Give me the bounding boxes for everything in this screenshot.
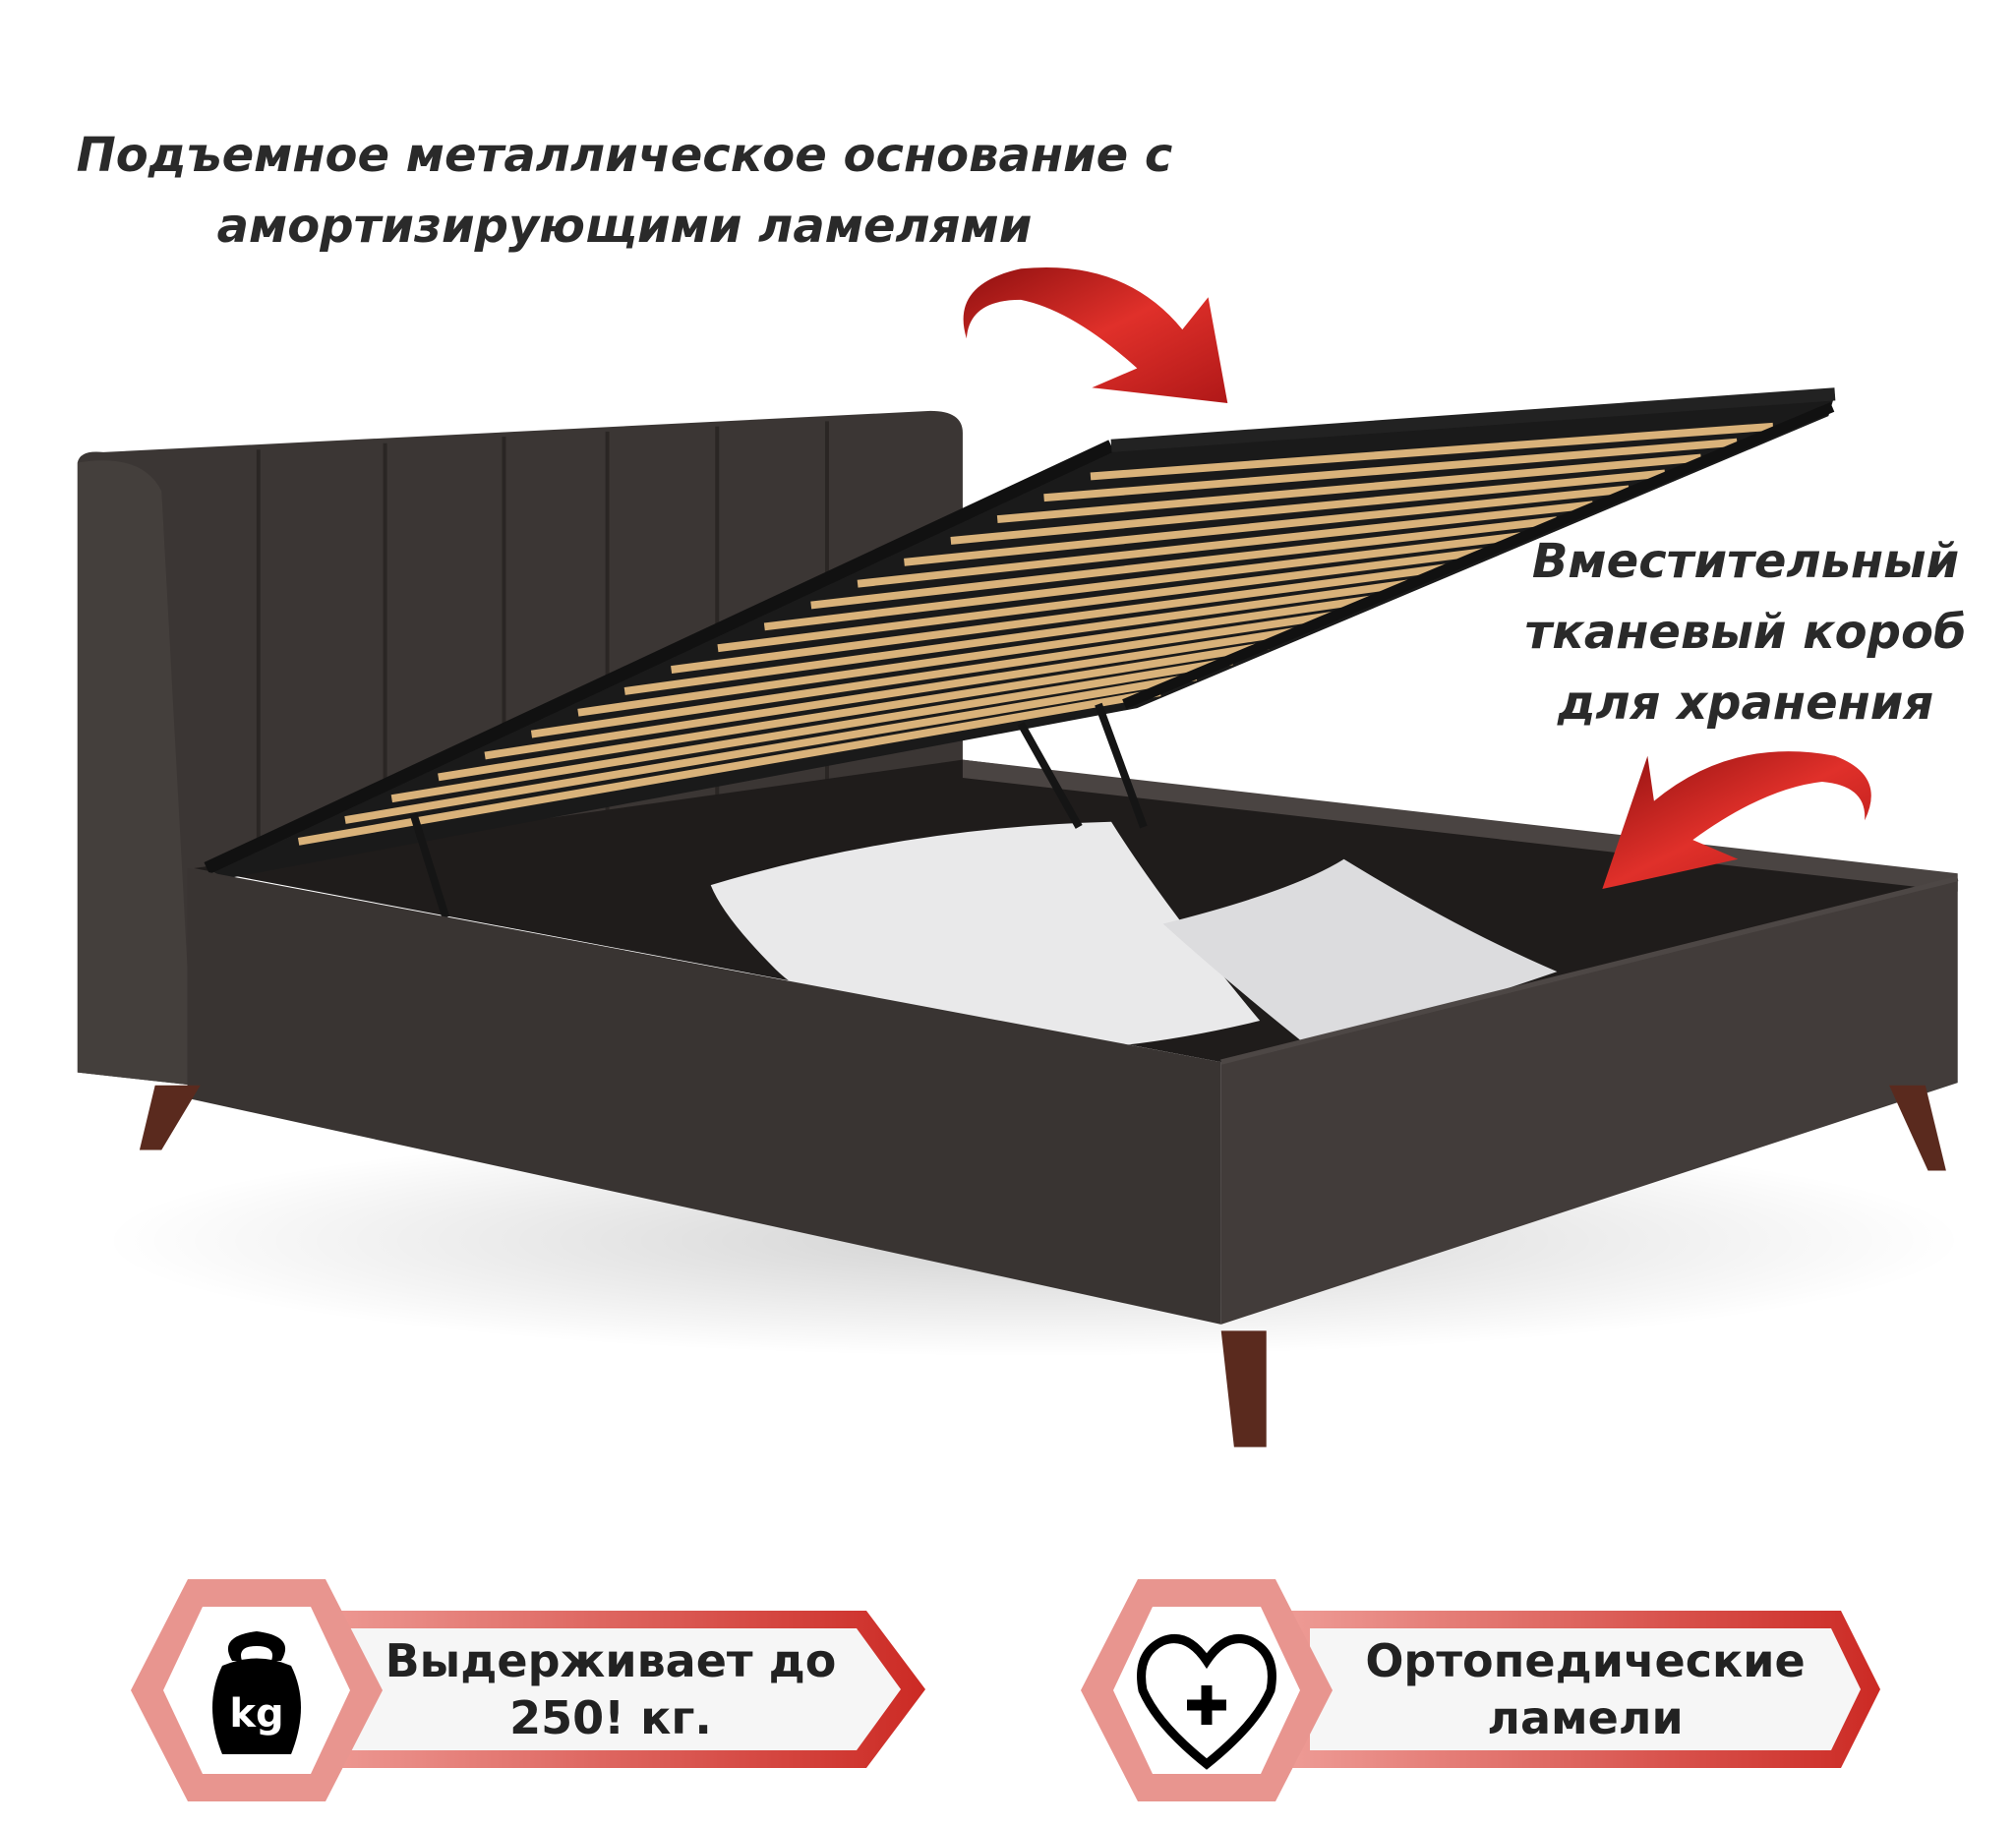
slat bbox=[950, 469, 1666, 545]
slat bbox=[344, 673, 1198, 824]
badge-text: 250! кг. bbox=[509, 1691, 712, 1744]
caption-line: амортизирующими ламелями bbox=[216, 199, 1033, 254]
arrow-to-lift-frame bbox=[963, 266, 1228, 403]
slat bbox=[996, 453, 1701, 524]
slat bbox=[671, 563, 1450, 674]
storage-box-caption: Вместительный тканевый короб для хранени… bbox=[1505, 526, 1986, 738]
foot-panel bbox=[1220, 878, 1958, 1325]
caption-line: тканевый короб bbox=[1524, 605, 1967, 660]
caption-line: Подъемное металлическое основание с bbox=[76, 128, 1173, 183]
badge-text: Выдерживает до bbox=[385, 1634, 837, 1687]
heart-plus-icon bbox=[1137, 1634, 1276, 1770]
kettlebell-kg-icon: kg bbox=[212, 1631, 301, 1754]
side-rail bbox=[187, 868, 1221, 1325]
slat bbox=[577, 594, 1378, 717]
slat bbox=[857, 501, 1594, 588]
slat bbox=[1090, 422, 1774, 481]
slat bbox=[390, 657, 1233, 803]
gas-lifts bbox=[409, 702, 1148, 919]
svg-text:kg: kg bbox=[229, 1691, 283, 1737]
slat bbox=[530, 610, 1341, 738]
arrow-to-storage-box bbox=[1602, 751, 1871, 890]
slat bbox=[484, 625, 1306, 760]
leg bbox=[1889, 1085, 1946, 1171]
slat bbox=[717, 548, 1486, 653]
slat bbox=[623, 578, 1413, 695]
slat bbox=[438, 641, 1270, 782]
slat bbox=[810, 516, 1558, 610]
slat bbox=[297, 688, 1161, 846]
badge-text: ламели bbox=[1487, 1691, 1684, 1744]
headboard-wing bbox=[77, 460, 195, 1086]
slat bbox=[763, 532, 1521, 631]
slat bbox=[1043, 438, 1738, 502]
leg bbox=[139, 1085, 201, 1150]
leg bbox=[1220, 1330, 1267, 1447]
caption-line: для хранения bbox=[1557, 676, 1934, 731]
pillow bbox=[1162, 858, 1558, 1044]
lift-base-caption: Подъемное металлическое основание с амор… bbox=[59, 120, 1190, 262]
slats bbox=[297, 422, 1774, 846]
caption-line: Вместительный bbox=[1531, 534, 1960, 589]
badge-text: Ортопедические bbox=[1365, 1634, 1806, 1687]
slat bbox=[904, 485, 1630, 566]
